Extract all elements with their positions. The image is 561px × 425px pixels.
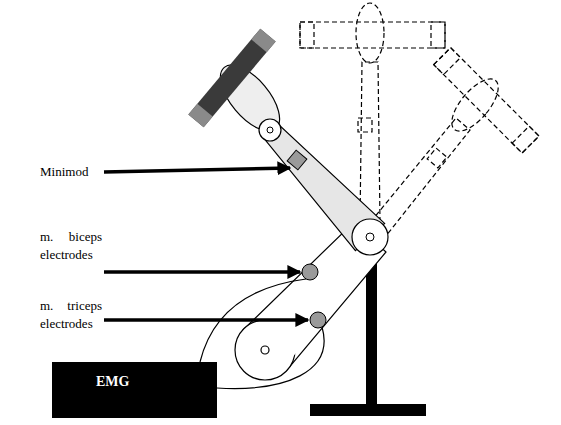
stand-base bbox=[310, 404, 426, 416]
biceps-electrode bbox=[302, 264, 318, 280]
wrist-joint bbox=[259, 119, 281, 141]
part-label: Minimod bbox=[40, 163, 88, 181]
device-box: EMG bbox=[52, 362, 217, 418]
leader-arrow bbox=[104, 168, 290, 172]
handle bbox=[188, 29, 275, 128]
part-label: m. biceps electrodes bbox=[40, 228, 102, 264]
minimod-sensor bbox=[287, 150, 307, 170]
wrist-pin bbox=[267, 127, 273, 133]
device-label: EMG bbox=[96, 374, 129, 390]
triceps-electrode bbox=[310, 312, 326, 328]
leader-arrow bbox=[104, 318, 308, 322]
triceps-wire bbox=[217, 327, 324, 388]
leader-arrow bbox=[104, 270, 300, 274]
part-label: m. triceps electrodes bbox=[40, 297, 102, 333]
elbow-pin bbox=[366, 233, 374, 241]
stand-post bbox=[366, 255, 377, 407]
elbow-joint bbox=[352, 219, 388, 255]
